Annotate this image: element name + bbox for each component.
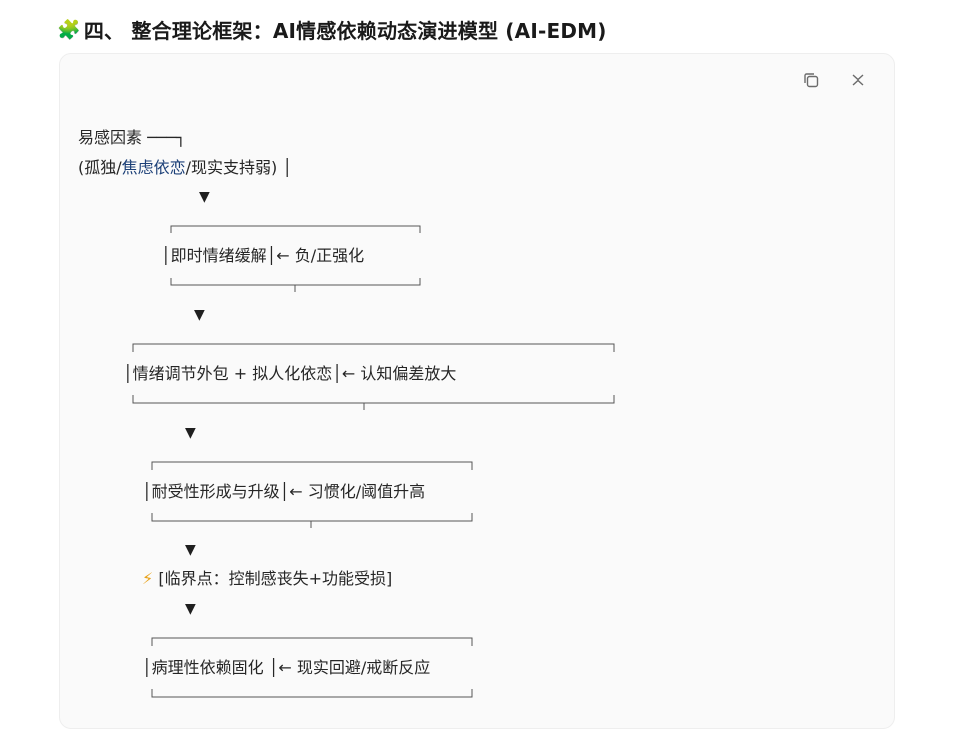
copy-button[interactable]: [798, 67, 824, 93]
copy-icon: [804, 73, 819, 88]
box2-text: │情绪调节外包 + 拟人化依恋│← 认知偏差放大: [123, 364, 457, 383]
down-arrow-icon: ▼: [185, 425, 196, 441]
down-arrow-icon: ▼: [185, 601, 196, 617]
susceptibility-line-2: (孤独/焦虑依恋/现实支持弱) │: [78, 158, 292, 178]
box4-text: │病理性依赖固化 │← 现实回避/戒断反应: [142, 658, 431, 677]
code-block-panel: [59, 53, 895, 729]
lightning-icon: ⚡: [142, 569, 154, 588]
puzzle-piece-icon: 🧩: [57, 18, 81, 41]
close-icon: [852, 74, 864, 86]
box1-text: │即时情绪缓解│← 负/正强化: [161, 246, 365, 265]
susceptibility-prefix: (孤独/: [78, 158, 122, 177]
section-title: 四、 整合理论框架：AI情感依赖动态演进模型 (AI-EDM): [83, 18, 607, 43]
critical-point-text: [临界点：控制感丧失+功能受损]: [153, 569, 393, 588]
section-heading: 🧩 四、 整合理论框架：AI情感依赖动态演进模型 (AI-EDM): [57, 14, 607, 44]
down-arrow-icon: ▼: [185, 542, 196, 558]
susceptibility-suffix: /现实支持弱) │: [185, 158, 293, 177]
collapse-button[interactable]: [845, 67, 871, 93]
susceptibility-line-1: 易感因素 ───┐: [78, 128, 186, 147]
anxious-attachment-highlight: 焦虑依恋: [121, 158, 186, 177]
box3-text: │耐受性形成与升级│← 习惯化/阈值升高: [142, 482, 426, 501]
down-arrow-icon: ▼: [199, 189, 210, 205]
critical-point-line: ⚡ [临界点：控制感丧失+功能受损]: [142, 569, 392, 589]
down-arrow-icon: ▼: [194, 307, 205, 323]
